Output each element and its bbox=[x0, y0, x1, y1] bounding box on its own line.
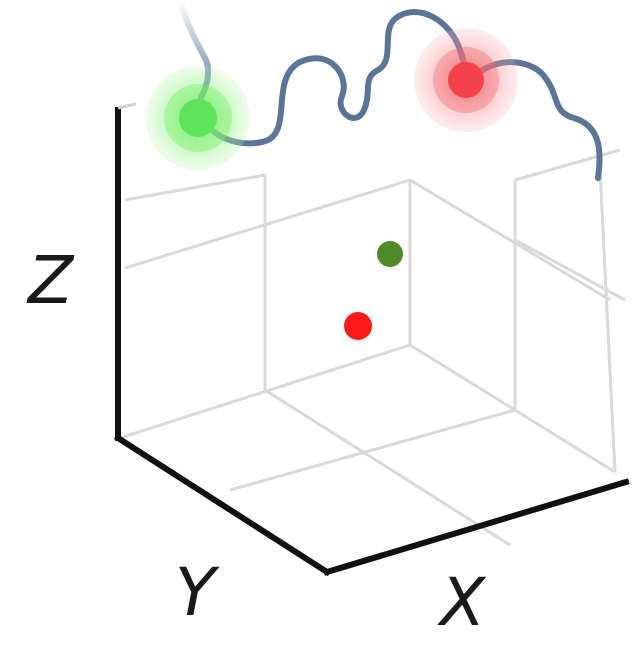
grid-right-upper bbox=[514, 148, 621, 182]
main-axes bbox=[113, 107, 630, 577]
y-axis-line bbox=[113, 433, 332, 577]
y-axis-label: Y bbox=[175, 554, 220, 631]
grid-right-edge bbox=[598, 169, 617, 473]
grid-back-right-top bbox=[409, 178, 611, 302]
green-data-point bbox=[377, 241, 403, 267]
tether-line bbox=[202, 9, 603, 181]
red-marker bbox=[414, 28, 518, 132]
grid-lines bbox=[119, 148, 626, 547]
red-data-point bbox=[344, 312, 372, 340]
grid-top-mid bbox=[124, 173, 266, 202]
red-marker-core bbox=[448, 62, 484, 98]
green-marker-core bbox=[179, 99, 217, 137]
grid-floor-cross-2 bbox=[229, 408, 516, 492]
grid-back-right-bottom bbox=[409, 343, 616, 474]
grid-right-mid bbox=[514, 238, 626, 302]
z-axis-label: Z bbox=[26, 242, 75, 319]
grid-back-left-top bbox=[124, 178, 411, 270]
green-marker bbox=[146, 66, 250, 170]
grid-floor-cross-1 bbox=[264, 388, 511, 547]
z-axis-top-tick bbox=[117, 102, 137, 110]
x-axis-line bbox=[323, 478, 630, 576]
x-axis-label: X bbox=[437, 564, 487, 641]
